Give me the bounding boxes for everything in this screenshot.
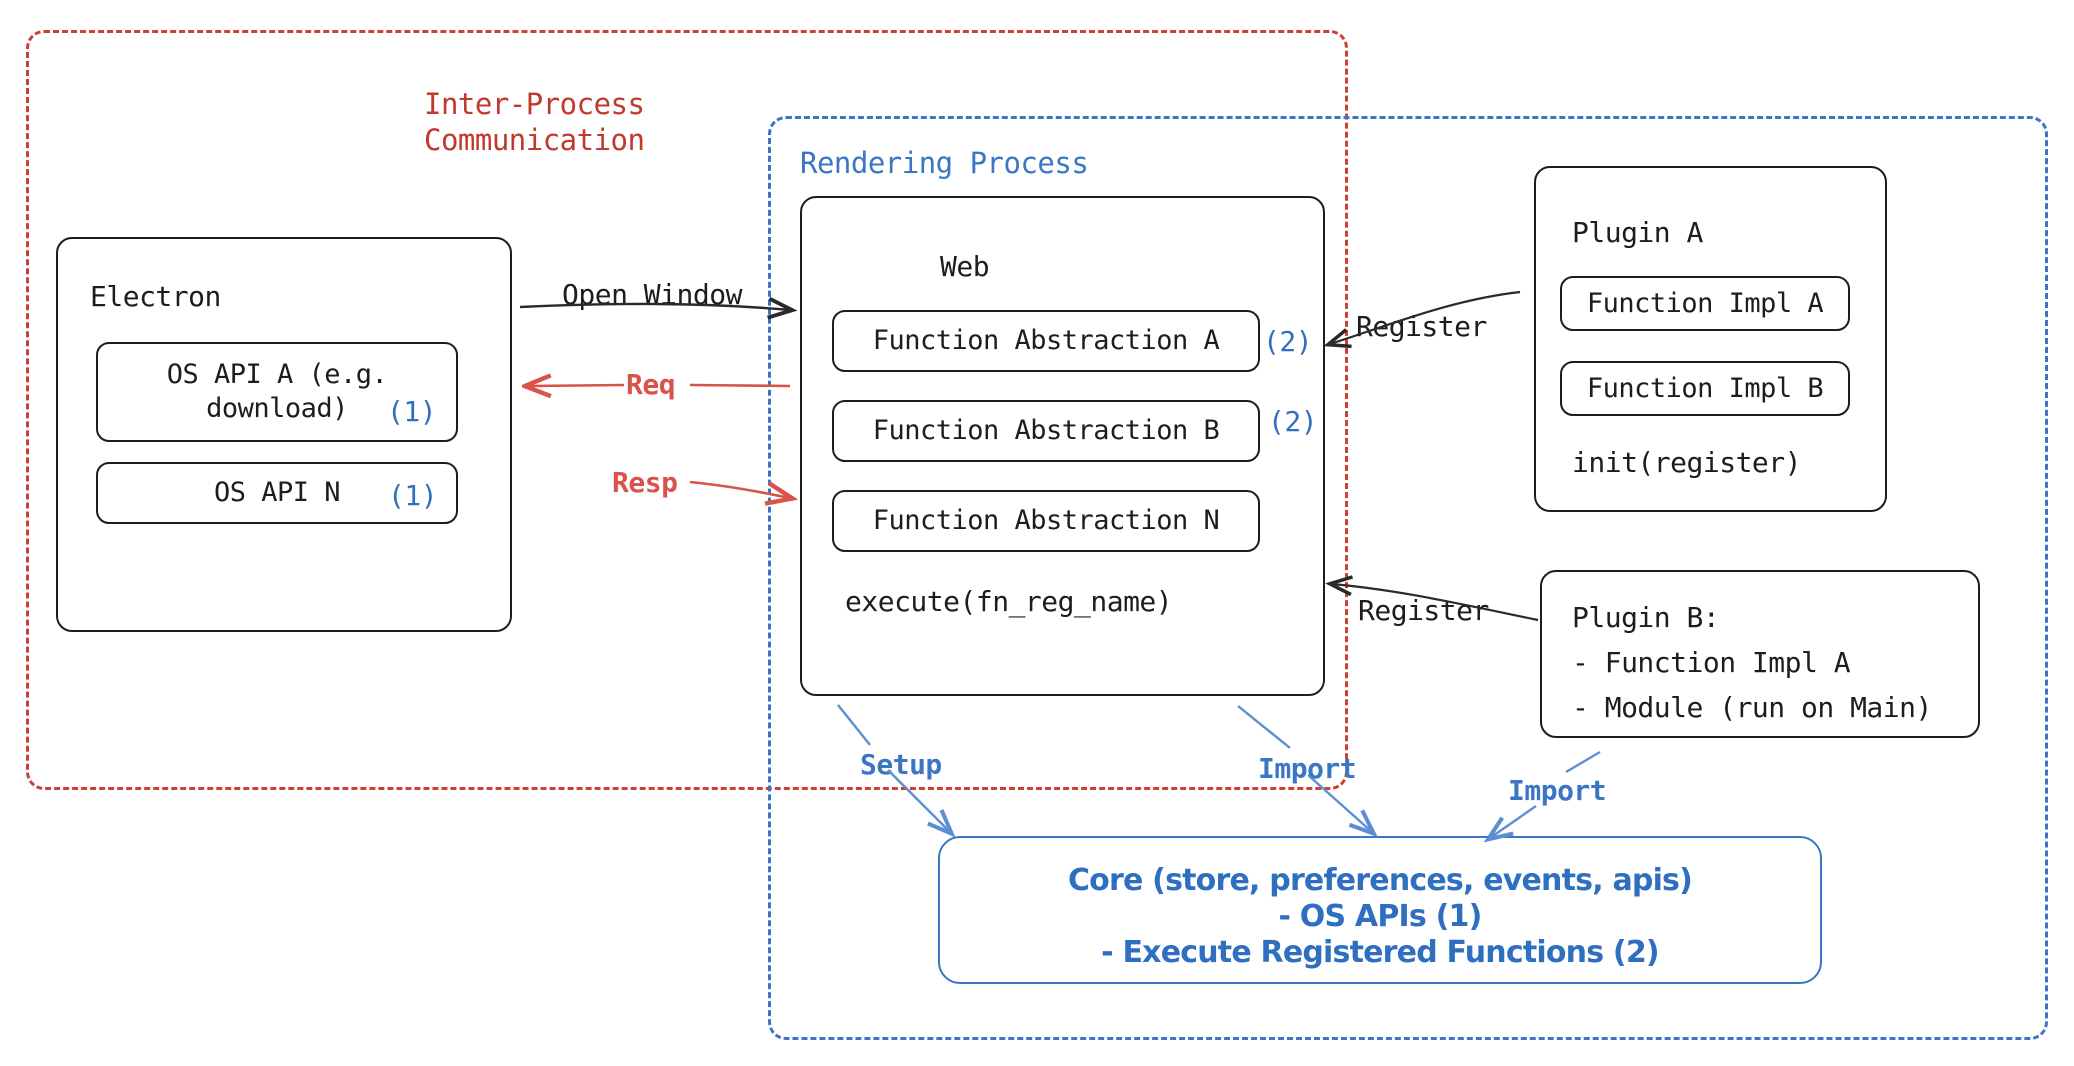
- group-label-rendering-process: Rendering Process: [800, 146, 1089, 180]
- core-line-2: - OS APIs (1): [1278, 899, 1482, 934]
- edge-label-req: Req: [626, 368, 676, 401]
- function-abstraction-n-label: Function Abstraction N: [872, 505, 1220, 537]
- core-box: [938, 836, 1822, 984]
- core-line-3: - Execute Registered Functions (2): [1101, 935, 1659, 970]
- function-abstraction-b-box[interactable]: Function Abstraction B: [832, 400, 1260, 462]
- function-abstraction-a-box[interactable]: Function Abstraction A: [832, 310, 1260, 372]
- group-label-inter-process-communication: Inter-Process Communication: [424, 87, 645, 158]
- plugin-a-box: [1534, 166, 1887, 512]
- edge-label-open-window: Open Window: [562, 278, 742, 311]
- electron-title: Electron: [90, 280, 221, 313]
- edge-label-register-bottom: Register: [1358, 594, 1489, 627]
- plugin-a-function-impl-a-label: Function Impl A: [1586, 287, 1824, 319]
- plugin-a-function-impl-b-label: Function Impl B: [1586, 372, 1824, 404]
- plugin-a-function-impl-a-box[interactable]: Function Impl A: [1560, 276, 1850, 331]
- group-inter-process-communication: [26, 30, 1348, 790]
- edge-label-import-right: Import: [1508, 774, 1607, 807]
- plugin-b-line-3: - Module (run on Main): [1572, 691, 1932, 724]
- core-line-1: Core (store, preferences, events, apis): [1067, 863, 1693, 898]
- edge-label-register-top: Register: [1356, 310, 1487, 343]
- plugin-a-init-footer: init(register): [1572, 446, 1802, 479]
- function-abstraction-b-label: Function Abstraction B: [872, 415, 1220, 447]
- function-abstraction-a-label: Function Abstraction A: [872, 325, 1220, 357]
- edge-label-resp: Resp: [612, 466, 678, 499]
- web-execute-footer: execute(fn_reg_name): [845, 585, 1173, 618]
- os-api-n-box[interactable]: OS API N: [96, 462, 458, 524]
- group-rendering-process: [768, 116, 2048, 1040]
- os-api-a-box[interactable]: OS API A (e.g. download): [96, 342, 458, 442]
- function-abstraction-n-box[interactable]: Function Abstraction N: [832, 490, 1260, 552]
- web-title: Web: [940, 250, 990, 283]
- os-api-n-marker: (1): [388, 479, 438, 512]
- plugin-b-line-1: Plugin B:: [1572, 601, 1720, 634]
- plugin-b-box: [1540, 570, 1980, 738]
- function-abstraction-a-marker: (2): [1263, 325, 1313, 358]
- plugin-b-line-2: - Function Impl A: [1572, 646, 1851, 679]
- plugin-a-title: Plugin A: [1572, 216, 1703, 249]
- os-api-a-marker: (1): [387, 395, 437, 428]
- edge-label-setup: Setup: [860, 748, 942, 781]
- plugin-a-function-impl-b-box[interactable]: Function Impl B: [1560, 361, 1850, 416]
- os-api-a-label: OS API A (e.g. download): [166, 359, 388, 424]
- edge-label-import-left: Import: [1258, 752, 1357, 785]
- function-abstraction-b-marker: (2): [1268, 405, 1318, 438]
- os-api-n-label: OS API N: [213, 477, 341, 509]
